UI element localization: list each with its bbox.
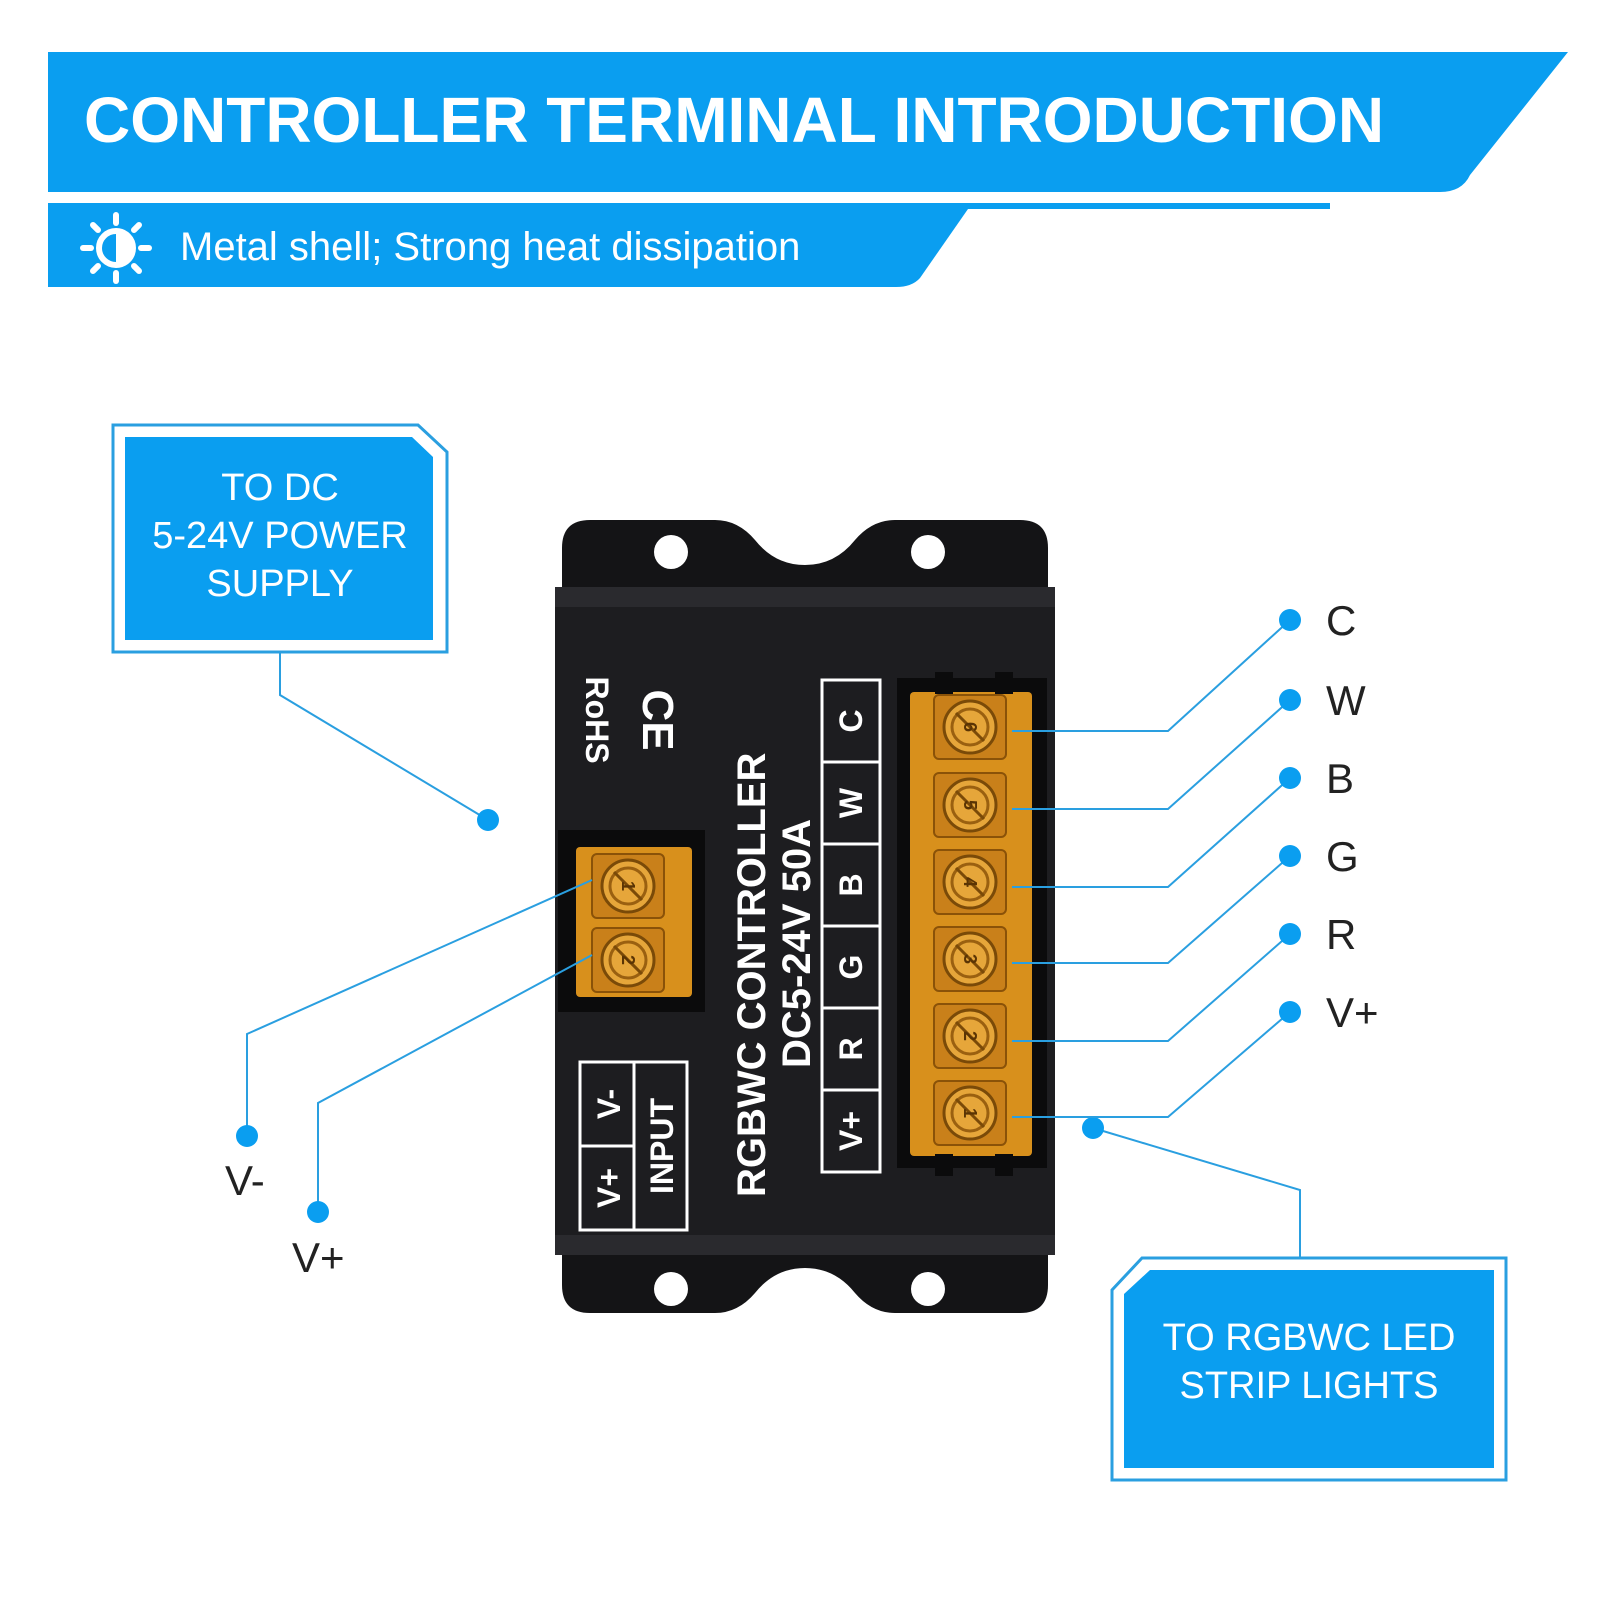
output-callout-line-1: TO RGBWC LED bbox=[1163, 1317, 1456, 1359]
output-wire-leader bbox=[1012, 777, 1291, 888]
output-callout-leader bbox=[1092, 1127, 1301, 1258]
output-screws: 6 5 4 3 2 1 bbox=[933, 694, 1007, 1146]
screw-number: 2 bbox=[960, 1031, 980, 1041]
output-wire-label: V+ bbox=[1326, 989, 1379, 1036]
output-wire-leader bbox=[1012, 933, 1291, 1042]
output-cells-rotated: V+ R G B W C bbox=[822, 709, 880, 1151]
input-wire-dot bbox=[236, 1125, 258, 1147]
input-wire-leader bbox=[317, 954, 593, 1212]
rohs-mark-group: RoHS CE bbox=[579, 676, 682, 763]
mount-hole bbox=[911, 1272, 945, 1306]
input-screws: 12 bbox=[591, 853, 665, 993]
output-wire-dot bbox=[1279, 767, 1301, 789]
input-terminal-label: V- bbox=[591, 1089, 627, 1119]
screw-number: 5 bbox=[960, 800, 980, 810]
terminal-screw: 4 bbox=[933, 849, 1007, 915]
terminal-screw: 1 bbox=[591, 853, 665, 919]
terminal-screw: 1 bbox=[933, 1080, 1007, 1146]
input-terminal-cells: V- V+ bbox=[591, 1089, 627, 1208]
mount-hole bbox=[911, 535, 945, 569]
output-terminal-label: W bbox=[833, 787, 869, 818]
output-terminal-label: G bbox=[833, 955, 869, 980]
screw-number: 3 bbox=[960, 954, 980, 964]
input-label: INPUT bbox=[644, 1098, 680, 1194]
mount-hole bbox=[654, 535, 688, 569]
output-wire-label: W bbox=[1326, 677, 1366, 724]
output-wire-leader bbox=[1012, 1011, 1291, 1118]
output-terminal-cells: V+ R G B W C bbox=[822, 709, 880, 1151]
output-wire-label: B bbox=[1326, 755, 1354, 802]
sun-gear-icon bbox=[80, 212, 152, 284]
screw-number: 1 bbox=[960, 1108, 980, 1118]
output-terminal-label: V+ bbox=[833, 1111, 869, 1151]
header-banner: CONTROLLER TERMINAL INTRODUCTION bbox=[48, 52, 1568, 192]
output-wire-leader bbox=[1012, 699, 1291, 810]
ce-mark: CE bbox=[633, 689, 682, 750]
mount-hole bbox=[654, 1272, 688, 1306]
ce-text: CE bbox=[633, 689, 682, 750]
output-terminal-label: R bbox=[833, 1037, 869, 1060]
output-wire-dot bbox=[1279, 689, 1301, 711]
page-title: CONTROLLER TERMINAL INTRODUCTION bbox=[84, 84, 1384, 156]
input-terminal-label: V+ bbox=[591, 1168, 627, 1208]
output-wire-dot bbox=[1279, 845, 1301, 867]
input-label-table: INPUT bbox=[578, 1060, 689, 1232]
terminal-screw: 5 bbox=[933, 772, 1007, 838]
output-wire-label: G bbox=[1326, 833, 1359, 880]
screw-number: 4 bbox=[960, 877, 980, 887]
power-callout-line-2: 5-24V POWER bbox=[152, 515, 408, 557]
screw-number: 1 bbox=[618, 881, 638, 891]
input-wire-leader bbox=[246, 879, 593, 1136]
input-cells-rotated: V- V+ bbox=[591, 1089, 627, 1208]
output-terminal-label: B bbox=[833, 873, 869, 896]
output-callout: TO RGBWC LED STRIP LIGHTS bbox=[1082, 1117, 1508, 1482]
subtitle-banner: Metal shell; Strong heat dissipation bbox=[48, 203, 1330, 287]
output-wire-leader bbox=[1012, 855, 1291, 964]
screw-number: 6 bbox=[960, 722, 980, 732]
power-callout-line-1: TO DC bbox=[221, 467, 339, 509]
device-printing: RGBWC CONTROLLER DC5-24V 50A INPUT bbox=[578, 678, 882, 1232]
terminal-screw: 3 bbox=[933, 926, 1007, 992]
power-callout-dot bbox=[477, 809, 499, 831]
input-wire-label: V- bbox=[225, 1157, 265, 1204]
output-wire-dot bbox=[1279, 923, 1301, 945]
rohs-text: RoHS bbox=[579, 676, 615, 763]
terminal-screw: 6 bbox=[933, 694, 1007, 760]
input-wire-dot bbox=[307, 1201, 329, 1223]
output-wire-leader bbox=[1012, 619, 1291, 732]
input-wire-label: V+ bbox=[292, 1234, 345, 1281]
output-wire-dot bbox=[1279, 609, 1301, 631]
output-wire-label: R bbox=[1326, 911, 1356, 958]
output-wire-dot bbox=[1279, 1001, 1301, 1023]
power-callout: TO DC 5-24V POWER SUPPLY bbox=[111, 423, 499, 831]
page-subtitle: Metal shell; Strong heat dissipation bbox=[180, 225, 800, 269]
device-rating: DC5-24V 50A bbox=[775, 819, 819, 1068]
input-wires: V- V+ bbox=[225, 879, 593, 1281]
output-terminal-label: C bbox=[833, 709, 869, 732]
output-callout-dot bbox=[1082, 1117, 1104, 1139]
output-callout-line-2: STRIP LIGHTS bbox=[1179, 1365, 1438, 1407]
terminal-screw: 2 bbox=[933, 1003, 1007, 1069]
power-callout-line-3: SUPPLY bbox=[206, 563, 353, 605]
device-model: RGBWC CONTROLLER bbox=[730, 752, 774, 1197]
rohs-mark: RoHS bbox=[579, 676, 615, 763]
output-wire-label: C bbox=[1326, 597, 1356, 644]
screw-number: 2 bbox=[618, 955, 638, 965]
power-callout-leader bbox=[279, 652, 489, 821]
terminal-screw: 2 bbox=[591, 927, 665, 993]
